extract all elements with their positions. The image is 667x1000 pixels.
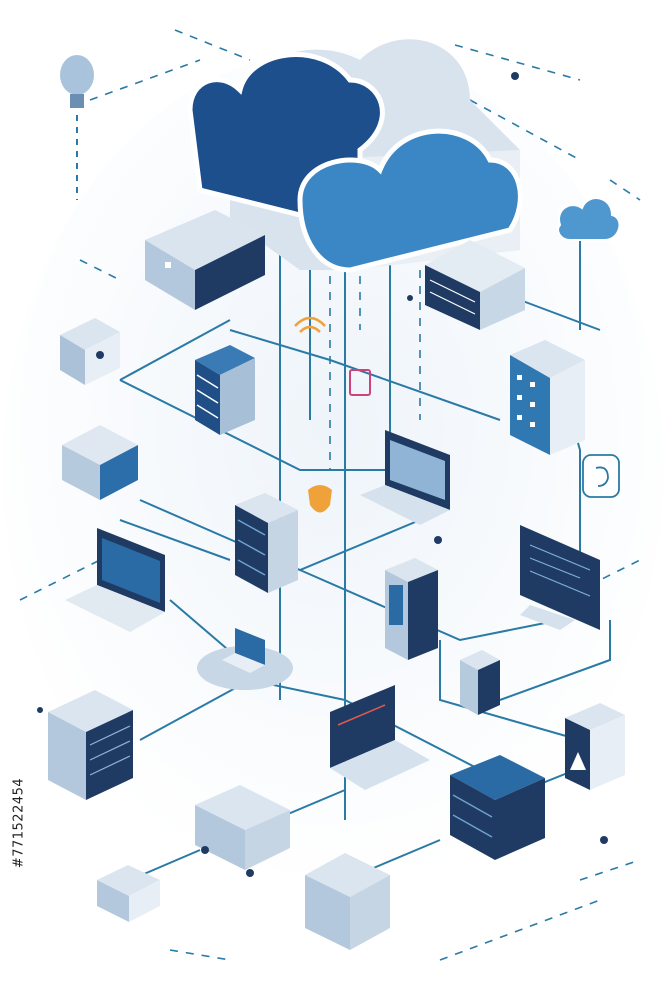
stock-id-label: #771522454 [8,768,30,878]
cart-server [195,785,290,877]
server-stack [195,345,255,435]
rack-cabinet [48,690,133,800]
stock-id-text: #771522454 [11,777,27,869]
laptop-center [360,430,450,525]
storage-array [450,755,545,860]
small-cloud-icon [557,197,621,241]
phone-icon [349,369,371,396]
data-center-building [510,340,585,455]
small-cube [97,865,160,922]
media-server [565,703,625,790]
storage-box [305,853,390,950]
main-cloud-icon [187,39,523,273]
mobile-device [385,558,438,660]
storage-cube [62,425,138,500]
rack-server [145,210,265,310]
laptop-left [65,528,165,632]
blade-server [425,240,525,330]
shield-icon [308,485,332,513]
network-module [60,318,120,385]
workstation-pad [197,628,293,690]
monitor-right [520,525,600,630]
small-server-box [460,650,500,715]
dashed-lines [19,29,641,961]
laptop-bottom [330,685,430,790]
lightbulb-icon [60,55,94,200]
refresh-icon [582,454,620,498]
wifi-icon [294,316,326,333]
server-tower-center [235,493,298,593]
